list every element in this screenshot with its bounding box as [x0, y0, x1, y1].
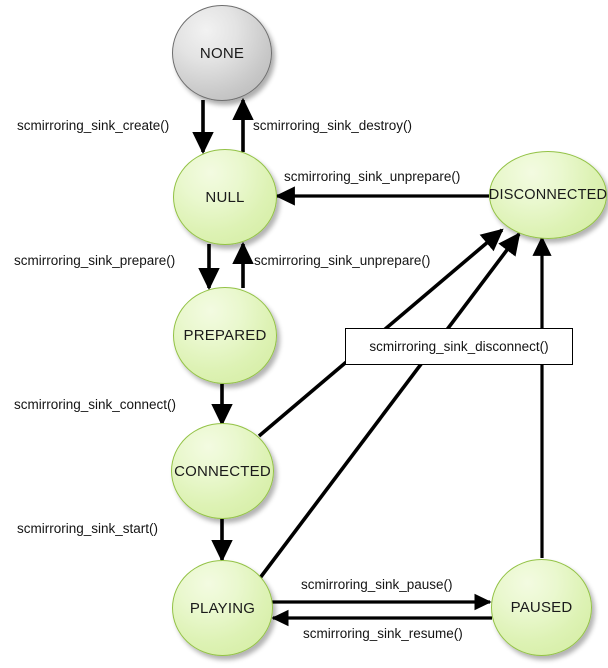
state-label-paused: PAUSED: [510, 599, 573, 616]
state-label-playing: PLAYING: [189, 599, 256, 617]
edge-disconnect-from-playing: [258, 232, 521, 580]
transition-label-unprepare-disconnected: scmirroring_sink_unprepare(): [284, 169, 461, 184]
state-label-none: NONE: [199, 44, 245, 62]
transition-label-start: scmirroring_sink_start(): [17, 521, 159, 536]
state-label-prepared: PREPARED: [183, 327, 267, 344]
state-label-null: NULL: [205, 188, 245, 206]
transition-label-prepare: scmirroring_sink_prepare(): [14, 253, 176, 268]
state-label-disconnected: DISCONNECTED: [488, 186, 608, 203]
state-label-connected: CONNECTED: [174, 462, 271, 480]
transition-label-create: scmirroring_sink_create(): [17, 118, 170, 133]
state-node-null[interactable]: NULL: [173, 149, 277, 245]
transition-label-disconnect: scmirroring_sink_disconnect(): [369, 338, 549, 354]
transition-label-connect: scmirroring_sink_connect(): [14, 397, 177, 412]
state-node-paused[interactable]: PAUSED: [491, 559, 592, 656]
transition-label-unprepare-prepared: scmirroring_sink_unprepare(): [254, 253, 431, 268]
state-node-connected[interactable]: CONNECTED: [171, 423, 274, 519]
transition-label-pause: scmirroring_sink_pause(): [301, 577, 453, 592]
state-node-disconnected[interactable]: DISCONNECTED: [489, 151, 607, 239]
transition-label-resume: scmirroring_sink_resume(): [303, 626, 463, 641]
state-node-playing[interactable]: PLAYING: [172, 560, 273, 656]
state-node-none[interactable]: NONE: [172, 5, 272, 101]
transition-label-destroy: scmirroring_sink_destroy(): [253, 118, 413, 133]
state-node-prepared[interactable]: PREPARED: [173, 287, 277, 384]
transition-box-disconnect[interactable]: scmirroring_sink_disconnect(): [345, 328, 573, 365]
